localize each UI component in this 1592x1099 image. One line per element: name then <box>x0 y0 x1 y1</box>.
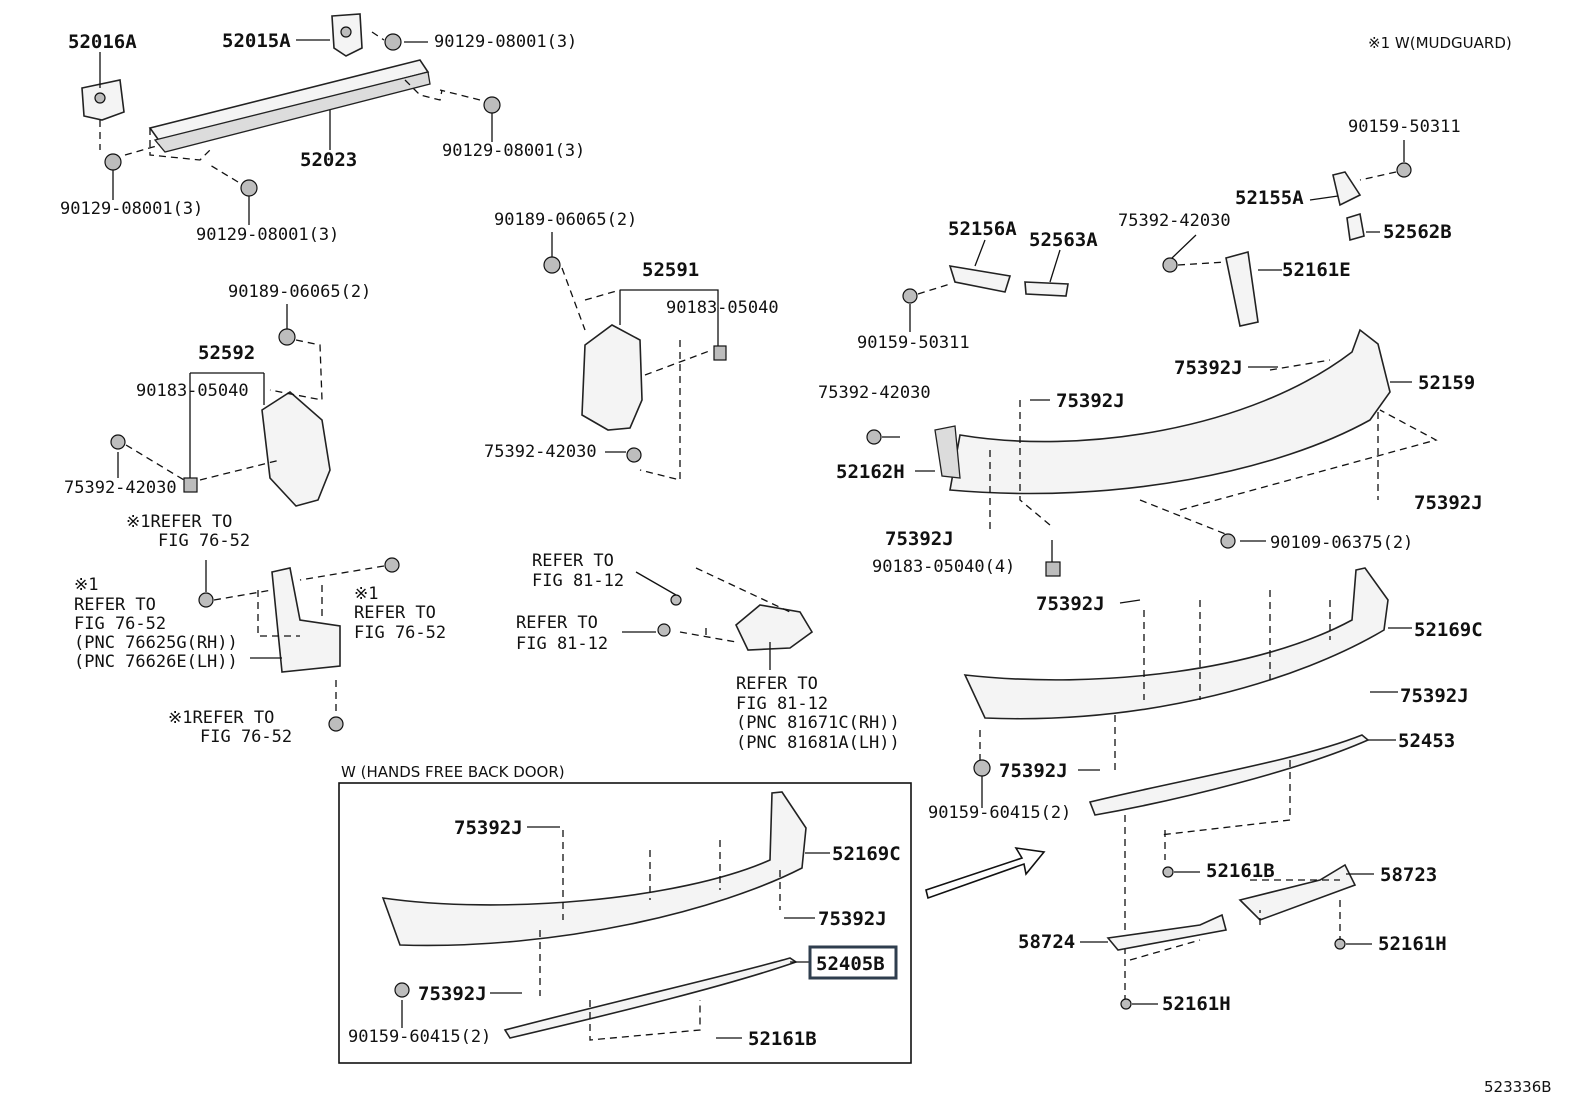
part-label-52161E[interactable]: 52161E <box>1282 259 1351 281</box>
part-label-90183-05040[interactable]: 90183-05040 <box>136 381 249 401</box>
part-label-75392J[interactable]: 75392J <box>818 908 887 930</box>
protectors-58723-58724 <box>1106 863 1357 1010</box>
refer-text: FIG 81-12 <box>532 571 624 591</box>
lower-cover-52169C <box>963 567 1389 720</box>
highlight-box-52405B <box>808 945 898 980</box>
part-label-52563A[interactable]: 52563A <box>1029 229 1098 251</box>
part-label-90129-08001[interactable]: 90129-08001(3) <box>442 141 585 161</box>
refer-text: FIG 76-52 <box>158 531 250 551</box>
part-label-58724[interactable]: 58724 <box>1018 931 1075 953</box>
label-layer: 52016A 52015A 90129-08001(3) 52023 90129… <box>60 30 1552 1096</box>
inset-hands-free-back-door <box>338 782 912 1064</box>
part-label-52161B[interactable]: 52161B <box>748 1028 817 1050</box>
lamp-81671C <box>657 594 814 651</box>
part-label-75392-42030[interactable]: 75392-42030 <box>818 383 931 403</box>
part-label-75392J[interactable]: 75392J <box>885 528 954 550</box>
part-label-52155A[interactable]: 52155A <box>1235 187 1304 209</box>
refer-text: FIG 76-52 <box>200 727 292 747</box>
part-label-75392J[interactable]: 75392J <box>1036 593 1105 615</box>
bracket-52591 <box>543 256 727 463</box>
refer-text: REFER TO <box>354 603 436 623</box>
refer-text: (PNC 81681A(LH)) <box>736 733 900 753</box>
refer-text: (PNC 76626E(LH)) <box>74 652 238 672</box>
part-label-75392-42030[interactable]: 75392-42030 <box>484 442 597 462</box>
part-label-90183-05040[interactable]: 90183-05040(4) <box>872 557 1015 577</box>
refer-text: REFER TO <box>516 613 598 633</box>
refer-text: FIG 81-12 <box>516 634 608 654</box>
part-label-52015A[interactable]: 52015A <box>222 30 291 52</box>
refer-text: FIG 81-12 <box>736 694 828 714</box>
part-label-90159-50311[interactable]: 90159-50311 <box>857 333 970 353</box>
part-label-75392J[interactable]: 75392J <box>1414 492 1483 514</box>
mudguard-group <box>198 557 400 732</box>
part-label-58723[interactable]: 58723 <box>1380 864 1437 886</box>
part-label-52591[interactable]: 52591 <box>642 259 699 281</box>
part-label-52169C[interactable]: 52169C <box>832 843 901 865</box>
bracket-52016A <box>81 79 125 121</box>
part-label-90129-08001[interactable]: 90129-08001(3) <box>196 225 339 245</box>
bracket-52155A <box>1332 162 1412 242</box>
refer-text: (PNC 81671C(RH)) <box>736 713 900 733</box>
part-label-90159-60415[interactable]: 90159-60415(2) <box>348 1027 491 1047</box>
part-label-90189-06065[interactable]: 90189-06065(2) <box>228 282 371 302</box>
refer-text: ※1REFER TO <box>168 708 274 728</box>
part-label-52161H[interactable]: 52161H <box>1162 993 1231 1015</box>
part-label-52169C[interactable]: 52169C <box>1414 619 1483 641</box>
part-label-52023[interactable]: 52023 <box>300 149 357 171</box>
part-label-90159-50311[interactable]: 90159-50311 <box>1348 117 1461 137</box>
part-label-90129-08001[interactable]: 90129-08001(3) <box>60 199 203 219</box>
part-label-90189-06065[interactable]: 90189-06065(2) <box>494 210 637 230</box>
refer-text: (PNC 76625G(RH)) <box>74 633 238 653</box>
part-label-52161H[interactable]: 52161H <box>1378 933 1447 955</box>
part-label-52156A[interactable]: 52156A <box>948 218 1017 240</box>
part-label-75392-42030[interactable]: 75392-42030 <box>1118 211 1231 231</box>
refer-text: FIG 76-52 <box>354 623 446 643</box>
bumper-cover-52159 <box>866 328 1391 577</box>
part-label-52159[interactable]: 52159 <box>1418 372 1475 394</box>
part-label-90183-05040[interactable]: 90183-05040 <box>666 298 779 318</box>
part-label-52562B[interactable]: 52562B <box>1383 221 1452 243</box>
refer-text: ※1REFER TO <box>126 512 232 532</box>
refer-text: ※1 <box>74 575 98 595</box>
part-label-52162H[interactable]: 52162H <box>836 461 905 483</box>
part-label-75392J[interactable]: 75392J <box>1174 357 1243 379</box>
refer-text: REFER TO <box>532 551 614 571</box>
inset-title: W (HANDS FREE BACK DOOR) <box>341 763 565 781</box>
brackets-52156A-52563A <box>902 264 1069 304</box>
refer-text: REFER TO <box>736 674 818 694</box>
drawing-number: 523336B <box>1484 1078 1552 1096</box>
part-label-90129-08001[interactable]: 90129-08001(3) <box>434 32 577 52</box>
refer-text: FIG 76-52 <box>74 614 166 634</box>
part-label-75392J[interactable]: 75392J <box>418 983 487 1005</box>
highlighted-part-label[interactable]: 52405B <box>816 953 885 975</box>
note-mudguard: ※1 W(MUDGUARD) <box>1368 34 1512 52</box>
refer-text: REFER TO <box>74 595 156 615</box>
part-label-75392-42030[interactable]: 75392-42030 <box>64 478 177 498</box>
part-label-52016A[interactable]: 52016A <box>68 31 137 53</box>
refer-text: ※1 <box>354 584 378 604</box>
bracket-52161E <box>1162 250 1259 327</box>
bolts-90129 <box>104 33 501 197</box>
reinforcement-52023 <box>148 59 443 161</box>
part-label-75392J[interactable]: 75392J <box>1400 685 1469 707</box>
part-label-90109-06375[interactable]: 90109-06375(2) <box>1270 533 1413 553</box>
part-label-52592[interactable]: 52592 <box>198 342 255 364</box>
part-label-52453[interactable]: 52453 <box>1398 730 1455 752</box>
bracket-52592 <box>110 328 331 507</box>
direction-arrow <box>925 846 1046 900</box>
part-label-90159-60415[interactable]: 90159-60415(2) <box>928 803 1071 823</box>
part-label-75392J[interactable]: 75392J <box>454 817 523 839</box>
part-label-75392J[interactable]: 75392J <box>1056 390 1125 412</box>
part-label-52161B[interactable]: 52161B <box>1206 860 1275 882</box>
part-label-75392J[interactable]: 75392J <box>999 760 1068 782</box>
bracket-52015A <box>331 13 363 57</box>
